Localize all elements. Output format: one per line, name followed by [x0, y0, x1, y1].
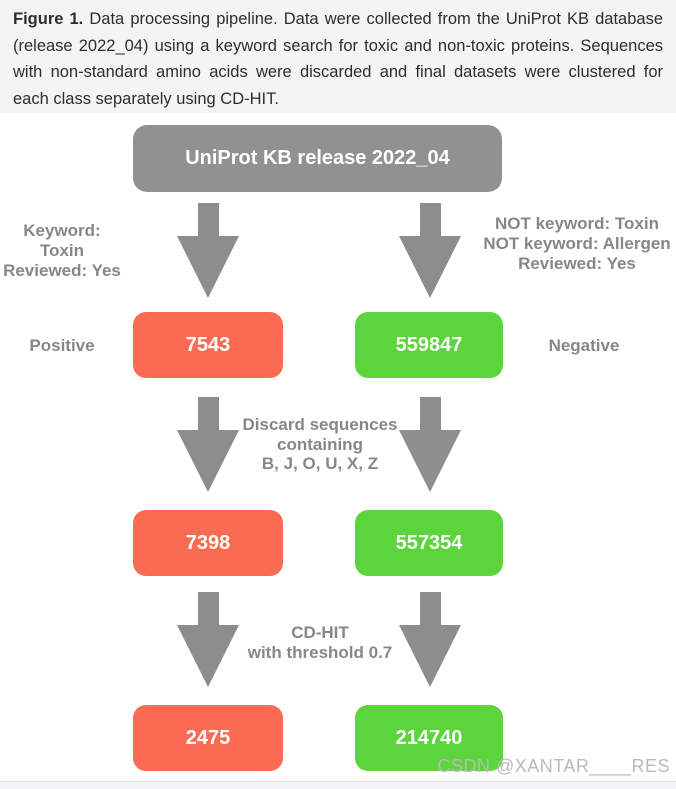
figure-caption-label: Figure 1. — [13, 10, 84, 28]
figure-caption-body: Data processing pipeline. Data were coll… — [13, 10, 663, 108]
positive-count-box-1: 7543 — [133, 312, 283, 378]
arrow-stem — [419, 397, 441, 430]
discard-step-line: B, J, O, U, X, Z — [261, 454, 379, 473]
negative-filter-criteria: NOT keyword: Toxin NOT keyword: Allergen… — [478, 214, 676, 274]
positive-filter-criteria: Keyword: Toxin Reviewed: Yes — [0, 221, 124, 281]
negative-count-box-1: 559847 — [355, 312, 503, 378]
negative-filter-line: NOT keyword: Allergen — [483, 234, 671, 253]
positive-count-box-2: 7398 — [133, 510, 283, 576]
negative-count-box-3: 214740 — [355, 705, 503, 771]
figure-caption: Figure 1. Data processing pipeline. Data… — [0, 0, 676, 113]
discard-step-line: containing — [277, 434, 363, 454]
cdhit-step-line: with threshold 0.7 — [247, 642, 393, 662]
arrow-stem — [419, 592, 441, 625]
arrow-stem — [197, 592, 219, 625]
discard-step-line: Discard sequences — [242, 415, 398, 434]
arrow-head — [177, 625, 239, 687]
arrow-stem — [197, 397, 219, 430]
negative-filter-line: Reviewed: Yes — [518, 254, 636, 273]
down-arrow-icon — [399, 592, 461, 687]
down-arrow-icon — [399, 397, 461, 492]
down-arrow-icon — [177, 592, 239, 687]
negative-count-box-2: 557354 — [355, 510, 503, 576]
down-arrow-icon — [177, 397, 239, 492]
arrow-head — [177, 236, 239, 298]
csdn-watermark: CSDN @XANTAR____RES — [437, 756, 670, 776]
negative-class-label: Negative — [548, 336, 620, 355]
arrow-head — [399, 236, 461, 298]
arrow-head — [399, 625, 461, 687]
positive-filter-line: Reviewed: Yes — [3, 261, 121, 280]
negative-filter-line: NOT keyword: Toxin — [494, 214, 660, 233]
source-database-box: UniProt KB release 2022_04 — [133, 125, 502, 192]
positive-class-label: Positive — [29, 336, 95, 355]
arrow-head — [399, 430, 461, 492]
positive-filter-line: Keyword: Toxin — [23, 221, 101, 260]
bottom-divider — [0, 781, 676, 789]
cdhit-step-note: CD-HIT with threshold 0.7 — [229, 623, 411, 662]
positive-count-box-3: 2475 — [133, 705, 283, 771]
arrow-head — [177, 430, 239, 492]
discard-step-note: Discard sequences containing B, J, O, U,… — [229, 415, 411, 474]
cdhit-step-line: CD-HIT — [291, 623, 349, 642]
down-arrow-icon — [177, 203, 239, 298]
arrow-stem — [197, 203, 219, 236]
down-arrow-icon — [399, 203, 461, 298]
arrow-stem — [419, 203, 441, 236]
